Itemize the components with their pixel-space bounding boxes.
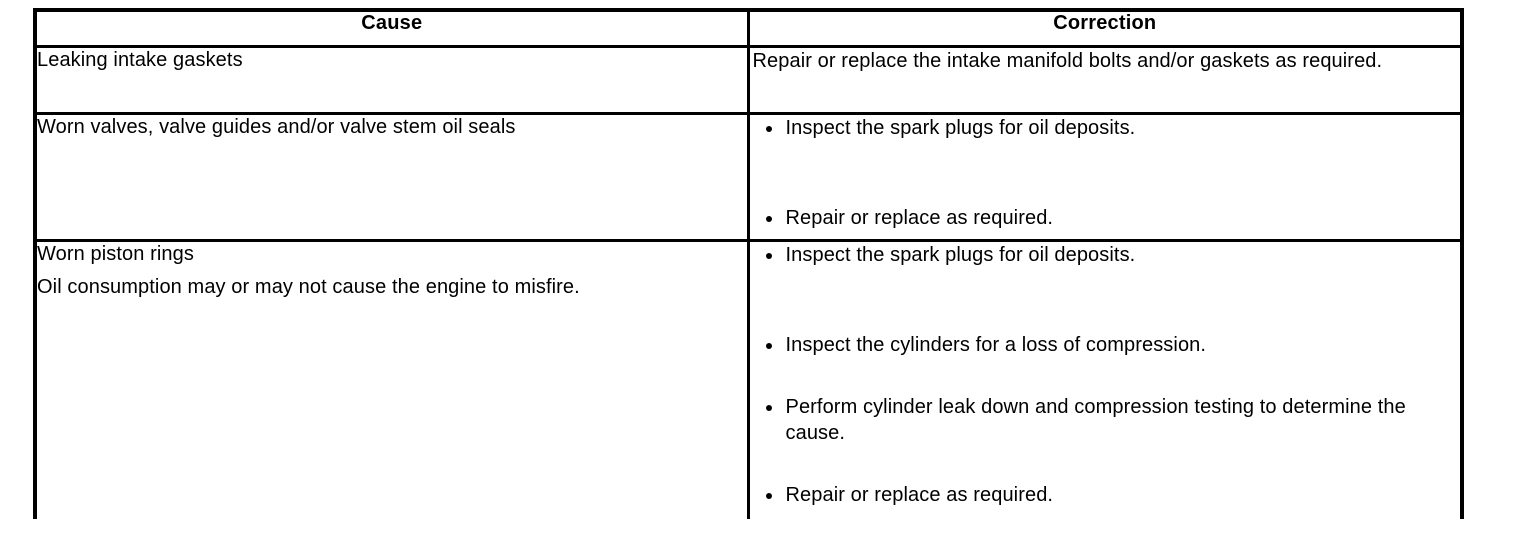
correction-cell: Inspect the spark plugs for oil deposits… [746,238,1461,519]
cause-text-line: Leaking intake gaskets [37,48,243,71]
list-item-text: Inspect the spark plugs for oil deposits… [785,116,1136,139]
table-row: Worn valves, valve guides and/or valve s… [37,111,1461,240]
table-header-row: Cause Correction [37,12,1460,46]
cause-text-line: Worn valves, valve guides and/or valve s… [37,115,516,138]
list-item-text: Repair or replace as required. [785,483,1054,506]
table: Cause Correction Leaking intake gaskets … [37,12,1460,519]
column-header-correction: Correction [746,12,1460,46]
list-item: Perform cylinder leak down and compressi… [750,394,1461,446]
list-item-text: Perform cylinder leak down and compressi… [785,395,1406,444]
bullet-icon [765,215,772,222]
bullet-icon [765,252,772,259]
cause-cell: Leaking intake gaskets [37,44,748,113]
column-header-cause: Cause [37,12,748,46]
cause-correction-table: Cause Correction Leaking intake gaskets … [33,8,1464,519]
bullet-icon [765,125,772,132]
correction-paragraph: Repair or replace the intake manifold bo… [752,49,1383,72]
cause-text-note: Oil consumption may or may not cause the… [37,275,580,298]
list-item-text: Inspect the spark plugs for oil deposits… [785,243,1136,266]
list-item: Inspect the spark plugs for oil deposits… [750,242,1461,268]
table-row: Leaking intake gaskets Repair or replace… [37,44,1460,113]
list-item: Inspect the cylinders for a loss of comp… [750,332,1461,358]
list-item: Repair or replace as required. [750,205,1461,231]
correction-bullet-list: Inspect the spark plugs for oil deposits… [750,115,1461,231]
bullet-icon [765,404,772,411]
list-item: Repair or replace as required. [750,482,1461,508]
bullet-icon [765,492,772,499]
cause-cell: Worn valves, valve guides and/or valve s… [37,111,748,240]
bullet-icon [765,342,772,349]
column-header-correction-label: Correction [1053,12,1157,34]
list-item-text: Inspect the cylinders for a loss of comp… [785,333,1207,356]
correction-cell: Inspect the spark plugs for oil deposits… [746,111,1461,240]
list-item: Inspect the spark plugs for oil deposits… [750,115,1461,141]
correction-cell: Repair or replace the intake manifold bo… [746,44,1460,113]
list-item-text: Repair or replace as required. [785,206,1054,229]
cause-text-line: Worn piston rings [37,242,194,265]
cause-cell: Worn piston rings Oil consumption may or… [37,238,748,519]
table-row: Worn piston rings Oil consumption may or… [37,238,1461,519]
column-header-cause-label: Cause [361,12,423,34]
correction-bullet-list: Inspect the spark plugs for oil deposits… [750,242,1461,508]
